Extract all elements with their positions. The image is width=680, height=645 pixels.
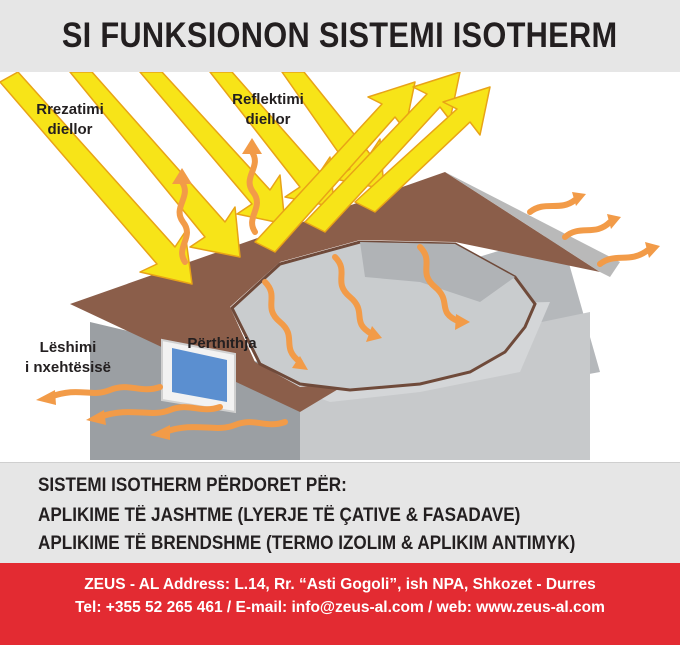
- heat-head-5: [455, 314, 470, 330]
- isotherm-diagram: Rrezatimi diellor Reflektimi diellor Për…: [0, 72, 680, 462]
- reflection-arrow-2: [304, 72, 461, 233]
- label-solar-radiation-1: Rrezatimi: [36, 101, 104, 118]
- solar-arrow-1: [0, 72, 193, 285]
- heat-inner-arrow-2: [332, 254, 375, 337]
- heat-release-arrow-1: [47, 384, 163, 400]
- window-glass: [172, 348, 227, 402]
- heat-head-3: [292, 356, 308, 370]
- heat-outer-arrow-2: [562, 219, 613, 240]
- uses-item-exterior: APLIKIME TË JASHTME (LYERJE TË ÇATIVE & …: [38, 505, 521, 526]
- heat-release-arrow-3: [162, 419, 288, 435]
- heat-head-4: [366, 326, 382, 342]
- heat-head-8: [645, 242, 660, 258]
- heat-absorb-arrow-2: [246, 149, 260, 235]
- heat-absorb-arrow-1: [176, 179, 190, 265]
- heat-head-6: [572, 192, 586, 206]
- solar-reflection-arrows: [254, 72, 491, 253]
- footer: ZEUS - AL Address: L.14, Rr. “Asti Gogol…: [0, 563, 680, 645]
- heat-head-1: [172, 168, 192, 184]
- uses-item-interior: APLIKIME TË BRENDSHME (TERMO IZOLIM & AP…: [38, 533, 576, 554]
- heat-head-7: [607, 214, 621, 229]
- heat-inner-arrow-1: [262, 279, 303, 365]
- heat-head-2: [242, 138, 262, 154]
- uses-section: SISTEMI ISOTHERM PËRDORET PËR: APLIKIME …: [0, 462, 680, 564]
- label-absorption: Përthithja: [187, 335, 257, 352]
- reflection-arrow-1: [254, 81, 416, 253]
- uses-heading: SISTEMI ISOTHERM PËRDORET PËR:: [38, 475, 347, 496]
- page-title: SI FUNKSIONON SISTEMI ISOTHERM: [62, 16, 618, 55]
- heat-head-9: [36, 390, 56, 405]
- heat-head-11: [150, 425, 170, 440]
- diagram-illustration: Rrezatimi diellor Reflektimi diellor Për…: [0, 72, 660, 460]
- label-solar-radiation-2: diellor: [47, 121, 92, 138]
- heat-arrow-heads: [36, 138, 660, 440]
- label-heat-release-2: i nxehtësisë: [25, 359, 111, 376]
- solar-arrow-2: [69, 72, 241, 258]
- roof-edge: [445, 172, 620, 277]
- heat-release-arrow-2: [97, 404, 223, 420]
- label-heat-release-1: Lëshimi: [40, 339, 97, 356]
- heat-outer-arrow-3: [597, 247, 651, 267]
- label-solar-reflection-1: Reflektimi: [232, 91, 304, 108]
- heat-inner-arrow-3: [417, 244, 463, 325]
- footer-contact: Tel: +355 52 265 461 / E-mail: info@zeus…: [75, 599, 605, 616]
- footer-address: ZEUS - AL Address: L.14, Rr. “Asti Gogol…: [84, 576, 596, 593]
- title-bar: SI FUNKSIONON SISTEMI ISOTHERM: [0, 0, 680, 73]
- label-solar-reflection-2: diellor: [245, 111, 290, 128]
- heat-outer-arrow-1: [527, 197, 578, 215]
- heat-arrows: [47, 149, 651, 435]
- heat-head-10: [86, 410, 106, 425]
- reflection-arrow-3: [354, 86, 491, 213]
- attic-inner-wall: [360, 242, 515, 302]
